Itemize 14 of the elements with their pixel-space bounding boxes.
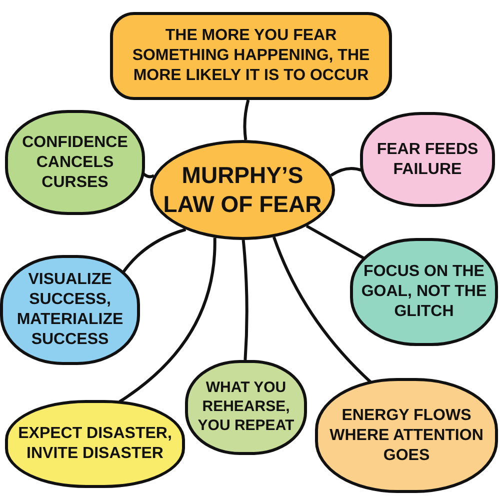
idea-text: FOCUS ON THE GOAL, NOT THE GLITCH [361, 262, 487, 322]
idea-text: VISUALIZE SUCCESS, MATERIALIZE SUCCESS [16, 270, 124, 350]
idea-text: ENERGY FLOWS WHERE ATTENTION GOES [328, 406, 484, 466]
connector-line [118, 238, 216, 403]
connector-line [330, 166, 362, 177]
title-text: MURPHY’S LAW OF FEAR [162, 161, 323, 219]
idea-text: FEAR FEEDS FAILURE [376, 140, 480, 180]
idea-text: THE MORE YOU FEAR SOMETHING HAPPENING, THE MORE LIKELY IT IS TO OCCUR [131, 26, 371, 86]
connector-line [243, 100, 250, 140]
connector-line [242, 240, 248, 360]
idea-text: WHAT YOU REHEARSE, YOU REPEAT [196, 379, 296, 436]
idea-bubble [110, 12, 392, 100]
idea-text: EXPECT DISASTER, INVITE DISASTER [17, 424, 173, 464]
idea-text: CONFIDENCE CANCELS CURSES [21, 132, 129, 192]
